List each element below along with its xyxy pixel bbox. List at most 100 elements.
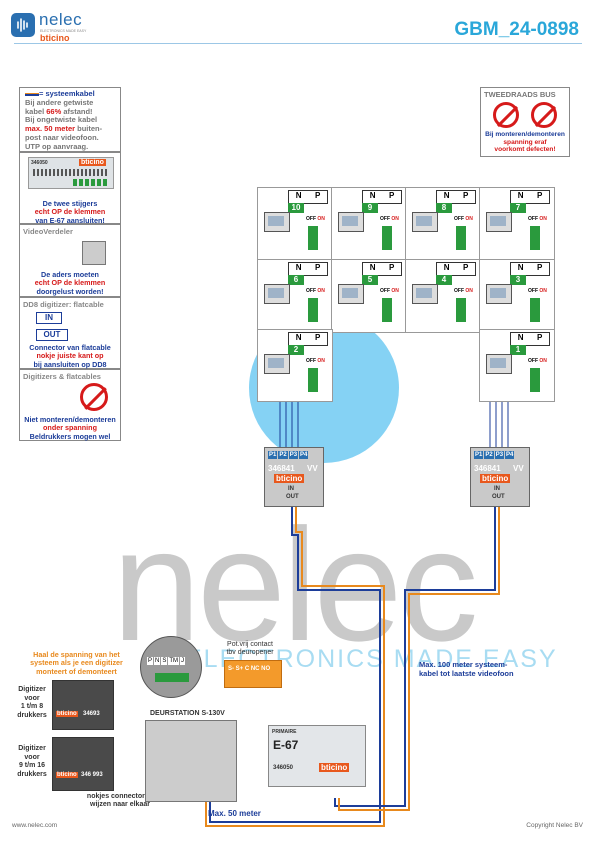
warning-note-2: spanning eraf	[503, 138, 547, 146]
monitor-icon	[412, 212, 438, 232]
module-graphic: 346050 bticino	[28, 157, 114, 189]
digitizer-warning: Haal de spanning van het systeem als je …	[30, 650, 123, 676]
footer-website[interactable]: www.nelec.com	[12, 822, 58, 829]
warning-box: TWEEDRAADS BUS Bij monteren/demonteren s…	[480, 87, 570, 157]
module-note-1: De twee stijgers	[42, 199, 98, 208]
flatcable-note-3: bij aansluiten op DD8	[33, 359, 107, 369]
monitor-number: 6	[288, 275, 304, 285]
monitor-icon	[486, 284, 512, 304]
distributor-in: IN	[494, 486, 500, 492]
legend-line-1: = systeemkabel	[25, 89, 120, 99]
distributor-vv: VV	[307, 464, 318, 473]
off-on-switch: OFF ON	[306, 216, 325, 222]
digitizer-1: bticino 34693	[52, 680, 114, 730]
module-panel: 346050 bticino De twee stijgers echt OP …	[19, 152, 121, 225]
flatcable-note-1: Connector van flatcable	[29, 343, 111, 352]
port-p4: P4	[505, 451, 515, 459]
digitizer-note-3: Beldrukkers mogen wel	[29, 431, 111, 441]
distributor-code: 346841	[474, 464, 501, 473]
sub-brand: bticino	[40, 33, 70, 43]
distributor-code: 346841	[268, 464, 295, 473]
monitor-icon	[338, 212, 364, 232]
monitor-icon	[412, 284, 438, 304]
flatcable-panel: DD8 digitizer: flatcable IN OUT Connecto…	[19, 297, 121, 369]
port-p1: P1	[474, 451, 484, 459]
monitor-icon	[338, 284, 364, 304]
splitter-note-2: echt OP de klemmen	[34, 278, 106, 288]
max-50-label: Max. 50 meter	[208, 809, 261, 818]
terminal-block	[456, 298, 466, 322]
contact-block: S- S+ C NC NO	[224, 660, 282, 688]
monitor-number: 2	[288, 345, 304, 355]
port-p3: P3	[494, 451, 505, 459]
brand-tagline: ELECTRONICS MADE EASY	[40, 29, 87, 33]
port-p3: P3	[288, 451, 299, 459]
monitor-icon	[486, 354, 512, 374]
terminal-block	[530, 368, 540, 392]
monitor-number: 4	[436, 275, 452, 285]
splitter-note-3: doorgelust worden!	[36, 286, 104, 296]
monitor-number: 7	[510, 203, 526, 213]
terminal-p: P	[147, 657, 154, 665]
warning-note-3: voorkomt defecten!	[494, 146, 556, 154]
legend-line-7: UTP op aanvraag.	[25, 141, 89, 151]
legend-line-6: post naar videofoon.	[25, 132, 99, 142]
off-on-switch: OFF ON	[306, 358, 325, 364]
monitor-icon	[264, 284, 290, 304]
legend-panel: = systeemkabel Bij andere getwiste kabel…	[19, 87, 121, 152]
digitizer-2: bticino 346 993	[52, 737, 114, 791]
in-connector: IN	[36, 312, 62, 324]
distributor-brand: bticino	[274, 474, 305, 483]
port-p1: P1	[268, 451, 278, 459]
monitor-number: 8	[436, 203, 452, 213]
distributor-in: IN	[288, 486, 294, 492]
flatcable-title: DD8 digitizer: flatcable	[23, 300, 104, 309]
footer-copyright: Copyright Nelec BV	[526, 822, 583, 829]
distributor-out: OUT	[492, 494, 505, 500]
terminal-s: S	[161, 657, 168, 665]
module-note-3: van E-67 aansluiten!	[35, 215, 105, 225]
monitor-number: 3	[510, 275, 526, 285]
terminal-zoom: P N S TM J	[140, 636, 202, 698]
warning-title: TWEEDRAADS BUS	[484, 90, 556, 99]
off-on-switch: OFF ON	[454, 216, 473, 222]
off-on-switch: OFF ON	[306, 288, 325, 294]
terminal-n: N	[154, 657, 161, 665]
header: nelec ELECTRONICS MADE EASY bticino GBM_…	[0, 0, 595, 45]
no-screwdriver-icon	[531, 102, 557, 128]
terminal-block	[308, 226, 318, 250]
e67-module: PRIMAIRE E-67 346050 bticino	[268, 725, 366, 787]
distributor-brand: bticino	[480, 474, 511, 483]
document-id: GBM_24-0898	[454, 19, 579, 40]
port-p4: P4	[299, 451, 309, 459]
flatcable-note-2: nokje juiste kant op	[36, 351, 104, 361]
monitor-icon	[264, 354, 290, 374]
distributor-vv: VV	[513, 464, 524, 473]
out-connector: OUT	[36, 329, 68, 341]
splitter-title: VideoVerdeler	[23, 227, 73, 236]
logo-icon	[11, 13, 35, 37]
terminal-block	[382, 298, 392, 322]
no-work-icon	[80, 383, 108, 411]
terminal-block	[530, 226, 540, 250]
header-divider	[14, 43, 582, 44]
splitter-note-1: De aders moeten	[41, 270, 99, 279]
terminal-block	[382, 226, 392, 250]
brand-name: nelec	[39, 10, 83, 29]
off-on-switch: OFF ON	[528, 358, 547, 364]
